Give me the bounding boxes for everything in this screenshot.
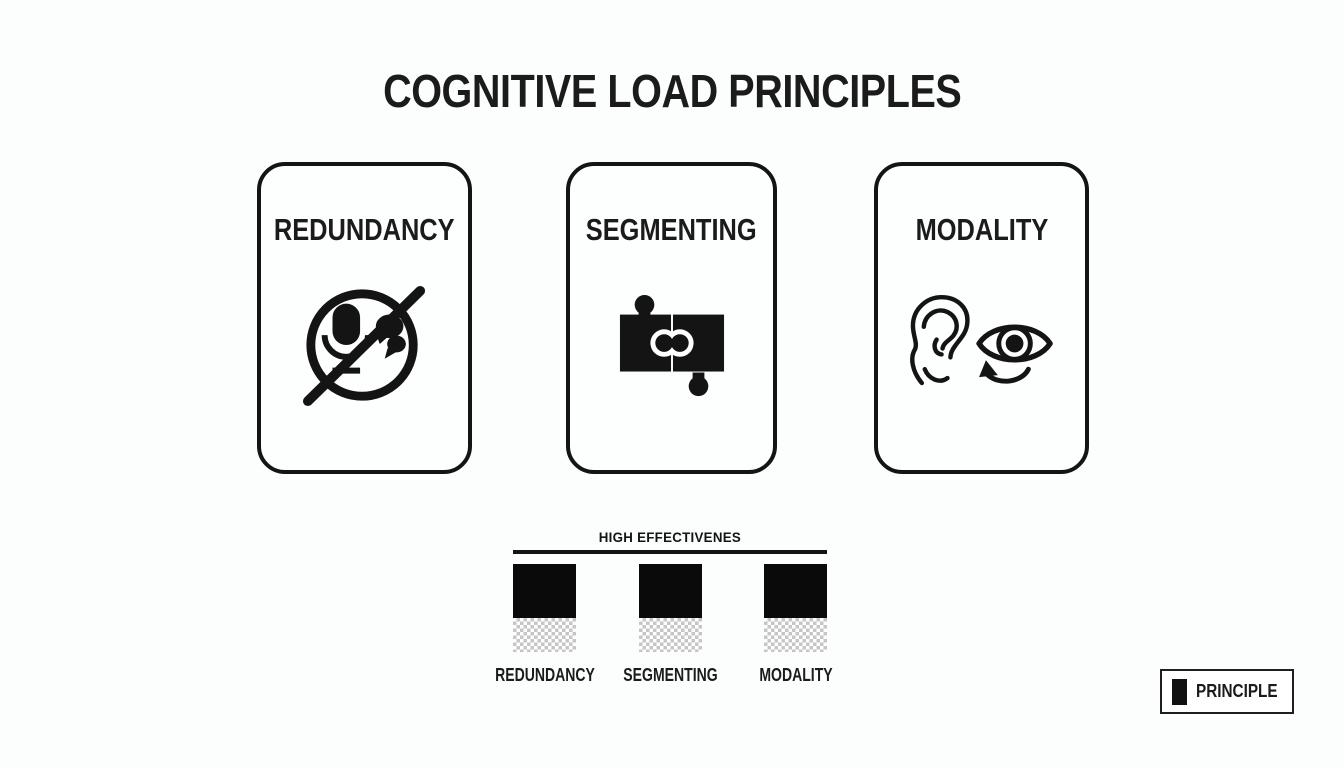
bar-checkered-segment (513, 617, 576, 652)
bar-solid-segment (638, 563, 702, 618)
legend-label: PRINCIPLE (1195, 681, 1278, 701)
puzzle-pieces-icon (619, 294, 724, 397)
page-title-text: COGNITIVE LOAD PRINCIPLES (382, 65, 962, 117)
card-segmenting-label: SEGMENTING (586, 212, 757, 247)
bar-label-redundancy: REDUNDANCY (494, 664, 595, 685)
ear-and-eye-icon (909, 294, 1053, 386)
card-redundancy: REDUNDANCY (257, 162, 472, 474)
chart-title: HIGH EFFECTIVENES (598, 529, 742, 545)
bar-label-modality: MODALITY (758, 664, 833, 685)
bar-group (513, 563, 827, 652)
bar-solid-segment (764, 563, 827, 618)
page-title: COGNITIVE LOAD PRINCIPLES (0, 64, 1344, 118)
legend-box: PRINCIPLE (1160, 669, 1294, 714)
card-modality: MODALITY (874, 162, 1089, 474)
bar-segmenting (638, 563, 702, 652)
bar-modality (764, 563, 827, 652)
bar-checkered-segment (764, 617, 827, 652)
bar-solid-segment (513, 563, 576, 618)
chart-rule-line (513, 550, 827, 554)
legend-swatch (1172, 678, 1187, 705)
card-redundancy-label: REDUNDANCY (274, 212, 455, 247)
bar-labels-row: REDUNDANCY SEGMENTING MODALITY (495, 664, 833, 686)
bar-label-segmenting: SEGMENTING (622, 664, 718, 685)
card-modality-label: MODALITY (915, 212, 1048, 247)
no-narration-mic-speech-icon (302, 285, 425, 407)
bar-checkered-segment (638, 617, 702, 652)
effectiveness-chart: HIGH EFFECTIVENES REDUNDANCY SEGMENTING (495, 529, 833, 686)
card-segmenting: SEGMENTING (566, 162, 777, 474)
bar-redundancy (513, 563, 576, 652)
